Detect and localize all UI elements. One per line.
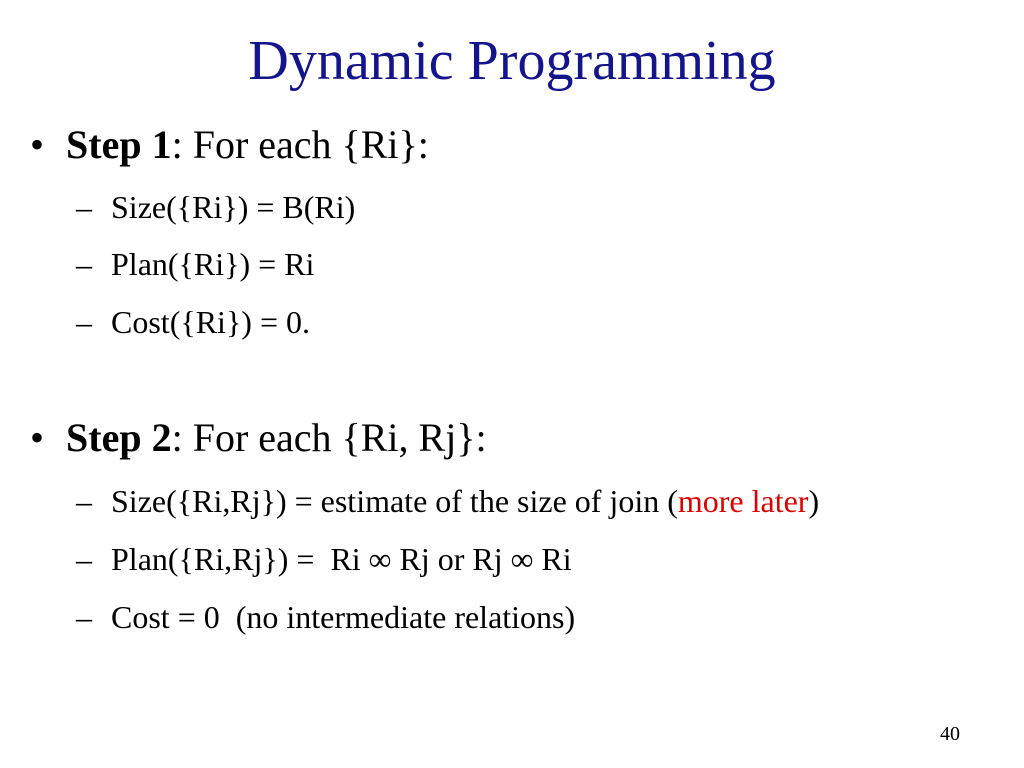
dash-icon: – bbox=[76, 599, 92, 635]
sub-bullet-size: –Size({Ri}) = B(Ri) bbox=[76, 187, 355, 227]
page-number: 40 bbox=[940, 723, 960, 745]
sub-bullet-text: Plan({Ri,Rj}) = Ri ∞ Rj or Rj ∞ Ri bbox=[111, 541, 572, 577]
dash-icon: – bbox=[76, 304, 92, 340]
slide-title: Dynamic Programming bbox=[248, 30, 776, 92]
sub-bullet-size-join: –Size({Ri,Rj}) = estimate of the size of… bbox=[76, 481, 819, 521]
dash-icon: – bbox=[76, 189, 92, 225]
dash-icon: – bbox=[76, 483, 92, 519]
sub-bullet-text: Cost({Ri}) = 0. bbox=[111, 304, 310, 340]
sub-bullet-cost: –Cost({Ri}) = 0. bbox=[76, 302, 310, 342]
step-1-label: Step 1 bbox=[66, 122, 172, 167]
bullet-step-2: • Step 2: For each {Ri, Rj}: bbox=[30, 414, 487, 462]
step-1-text: : For each {Ri}: bbox=[171, 122, 429, 167]
step-2-label: Step 2 bbox=[66, 415, 172, 460]
bullet-icon: • bbox=[30, 415, 45, 460]
sub-bullet-text: Cost = 0 (no intermediate relations) bbox=[111, 599, 576, 635]
more-later-highlight: more later bbox=[677, 483, 809, 519]
dash-icon: – bbox=[76, 246, 92, 282]
sub-bullet-text: Size({Ri,Rj}) = estimate of the size of … bbox=[111, 483, 678, 519]
sub-bullet-cost-zero: –Cost = 0 (no intermediate relations) bbox=[76, 597, 575, 637]
bullet-icon: • bbox=[30, 122, 45, 167]
step-2-text: : For each {Ri, Rj}: bbox=[171, 415, 487, 460]
sub-bullet-plan-join: –Plan({Ri,Rj}) = Ri ∞ Rj or Rj ∞ Ri bbox=[76, 539, 572, 579]
sub-bullet-plan: –Plan({Ri}) = Ri bbox=[76, 244, 314, 284]
sub-bullet-text-end: ) bbox=[808, 483, 820, 519]
dash-icon: – bbox=[76, 541, 92, 577]
sub-bullet-text: Size({Ri}) = B(Ri) bbox=[111, 189, 356, 225]
bullet-step-1: • Step 1: For each {Ri}: bbox=[30, 121, 429, 169]
sub-bullet-text: Plan({Ri}) = Ri bbox=[111, 246, 315, 282]
